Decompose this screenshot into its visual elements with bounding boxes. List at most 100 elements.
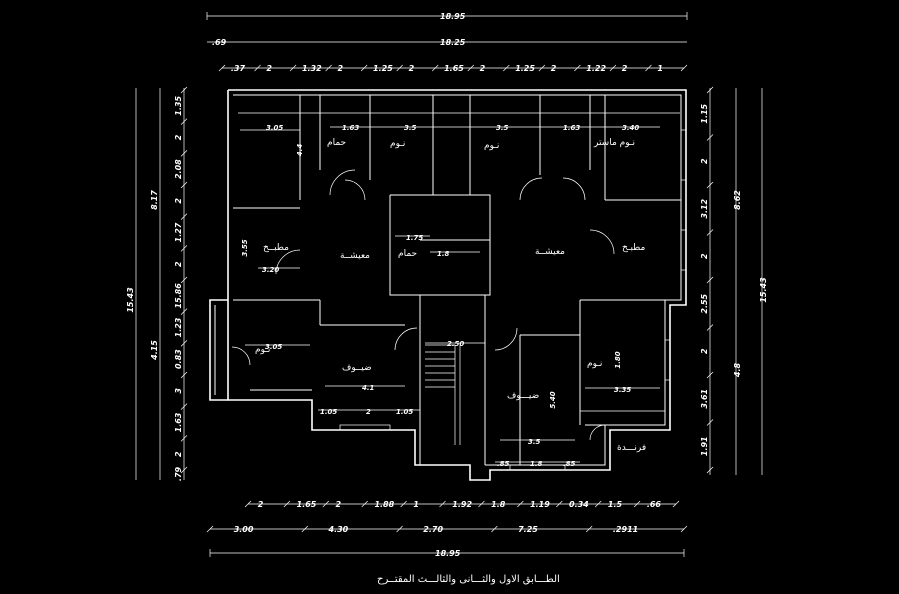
room-labels: مطبــخ معيشــة حمام حمام نـوم نـوم نـوم …	[255, 138, 646, 453]
bottom-chain-1-label: 1.19	[530, 500, 550, 509]
left-chain-label: 2.08	[174, 159, 183, 179]
inner-dim-label: 3.35	[614, 386, 631, 394]
bottom-chain-2-label: 2.70	[423, 525, 443, 534]
bottom-chain-2-label: 3.00	[234, 525, 254, 534]
top-chain-label: 2	[266, 64, 272, 73]
top-overall-1: 18.95	[440, 12, 466, 21]
right-chain-label: 3.12	[700, 198, 709, 218]
inner-dim-label: 3.55	[241, 239, 249, 256]
bottom-chain-1-label: 2	[258, 500, 264, 509]
left-chain-label: 0.83	[174, 349, 183, 369]
bottom-overall: 18.95	[435, 549, 461, 558]
inner-dim-label: 2	[366, 408, 371, 416]
right-chain-label: 1.91	[700, 436, 709, 456]
room-bath-top: حمام	[327, 138, 346, 148]
inner-dim-label: 1.75	[406, 234, 423, 242]
inner-dim-label: 1.63	[342, 124, 359, 132]
inner-dim-label: 4.4	[296, 144, 304, 157]
right-part-a: 8.62	[733, 190, 742, 210]
top-left-tag: .69	[212, 38, 227, 47]
inner-dim-label: 1.05	[396, 408, 413, 416]
room-kitchen-left: مطبــخ	[263, 243, 289, 253]
left-chain-label: 1.35	[174, 96, 183, 116]
left-chain-label: 2	[174, 261, 183, 267]
inner-dim-label: 3.5	[528, 438, 541, 446]
bottom-chain-2-label: 4.30	[328, 525, 349, 534]
bottom-chain-2-label: .2911	[613, 525, 638, 534]
inner-dim-label: 1.8	[530, 460, 543, 468]
inner-dim-label: .85	[497, 460, 510, 468]
inner-dim-label: 3.40	[622, 124, 639, 132]
top-chain-label: 1.65	[444, 64, 464, 73]
room-kitchen-right: مطبـخ	[622, 243, 646, 253]
top-chain-label: .37	[231, 64, 246, 73]
drawing-caption: الطـــابق الاول والثـــانى والثالـــث ال…	[377, 574, 560, 585]
room-master: نـوم ماستر	[593, 138, 635, 148]
inner-dim-label: 5.40	[549, 391, 557, 408]
inner-dim-label: .85	[563, 460, 576, 468]
bottom-chain-1-label: 1.88	[374, 500, 394, 509]
bottom-chain-2-label: 7.25	[518, 525, 538, 534]
right-chain-label: 3.61	[700, 389, 709, 409]
left-dimensions: 15.43 8.17 4.15 1.35 2 2.08 2 1.27 2 15.86 1.23…	[126, 86, 188, 481]
left-part-a: 8.17	[150, 190, 159, 210]
right-part-b: 4.8	[733, 362, 742, 378]
left-chain-label: 15.86	[174, 283, 183, 309]
bottom-chain-1-label: 1.92	[452, 500, 472, 509]
left-chain-label: 2	[174, 134, 183, 140]
inner-dim-label: 4.1	[362, 384, 375, 392]
inner-dim-label: 1.80	[614, 351, 622, 368]
right-chain-label: 1.15	[700, 103, 709, 123]
room-sleep-2: نـوم	[484, 141, 499, 151]
top-chain-label: 1.22	[586, 64, 606, 73]
inner-dim-label: 3.20	[262, 266, 279, 274]
bottom-chain-1-label: 1	[413, 500, 419, 509]
left-chain-label: 1.63	[174, 412, 183, 432]
top-chain-label: 1.25	[373, 64, 393, 73]
room-sleep-4: نـوم	[587, 359, 602, 369]
inner-dim-label: 3.05	[266, 124, 283, 132]
room-living-right: معيشــة	[535, 247, 565, 257]
left-chain-label: 2	[174, 198, 183, 204]
room-sleep-1: نـوم	[390, 139, 405, 149]
bottom-chain-1-label: 2	[336, 500, 342, 509]
inner-dimensions: 3.05 1.63 3.5 3.5 1.63 3.40 4.4 3.20 3.55 3.05 4.1…	[238, 112, 680, 468]
left-overall: 15.43	[126, 287, 135, 313]
left-chain-label: 3	[174, 388, 183, 394]
inner-dim-label: 1.63	[563, 124, 580, 132]
top-chain-label: 1.32	[302, 64, 322, 73]
bottom-chain-2: 3.00 4.30 2.70 7.25 .2911	[206, 525, 688, 534]
top-chain-label: 1	[657, 64, 663, 73]
right-overall: 15.43	[759, 277, 768, 303]
room-living-left: معيشــة	[340, 251, 370, 261]
inner-dim-label: 3.5	[496, 124, 509, 132]
right-chain-label: 2	[700, 348, 709, 354]
left-part-b: 4.15	[150, 340, 159, 361]
bottom-chain-1-label: .66	[647, 500, 662, 509]
top-chain-label: 2	[622, 64, 628, 73]
left-chain-label: 1.27	[174, 222, 183, 242]
top-overall-2: 18.25	[440, 38, 466, 47]
inner-dim-label: 1.05	[320, 408, 337, 416]
bottom-chain-1-label: 1.8	[491, 500, 506, 509]
room-bath-mid: حمام	[398, 249, 417, 259]
inner-dim-label: 3.5	[404, 124, 417, 132]
bottom-chain-1-label: 1.65	[297, 500, 317, 509]
inner-dim-label: 3.05	[265, 343, 282, 351]
inner-dim-label: 1.8	[437, 250, 450, 258]
room-guest-right: ضيـــوف	[507, 391, 539, 401]
inner-dim-label: 2.50	[447, 340, 464, 348]
room-balcony: فرنـــدة	[617, 443, 646, 453]
walls	[209, 89, 687, 481]
bottom-chain-1-label: 0.34	[569, 500, 589, 509]
left-chain-label: 1.23	[174, 317, 183, 337]
right-chain-label: 2	[700, 253, 709, 259]
top-chain-label: 2	[409, 64, 415, 73]
